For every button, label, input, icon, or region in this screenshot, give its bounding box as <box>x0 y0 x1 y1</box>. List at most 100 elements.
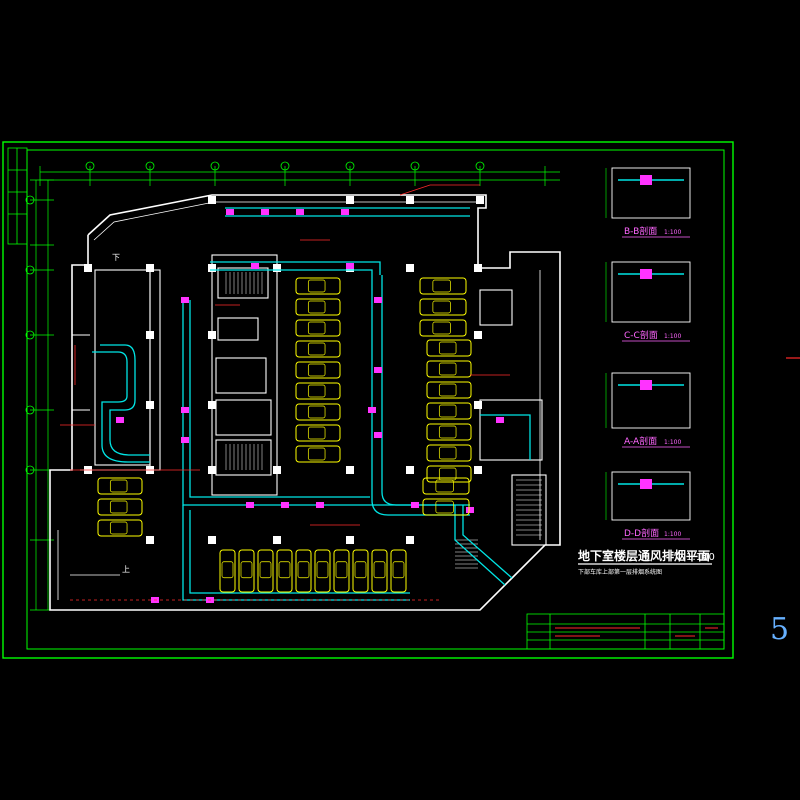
parking-car <box>419 277 467 295</box>
ventilation-ducts <box>92 207 531 601</box>
stair-treads <box>225 272 542 569</box>
exhaust-fan <box>374 367 382 373</box>
section-scale: 1:100 <box>664 333 681 340</box>
car-body <box>295 319 341 337</box>
car-body <box>426 423 472 441</box>
parking-car <box>371 549 388 593</box>
sheet-outer-border <box>2 141 734 659</box>
car-roof <box>438 446 457 460</box>
car-body <box>419 298 467 316</box>
parking-car <box>257 549 274 593</box>
column <box>474 331 482 339</box>
exhaust-fan <box>116 417 124 423</box>
column <box>406 536 414 544</box>
parking-car <box>352 549 369 593</box>
column <box>406 264 414 272</box>
parking-car <box>422 498 470 516</box>
exhaust-fan <box>181 437 189 443</box>
column <box>406 466 414 474</box>
car-body <box>419 319 467 337</box>
axis-bubble <box>25 265 35 275</box>
car-body <box>390 549 407 593</box>
car-body <box>314 549 331 593</box>
car-body <box>295 445 341 463</box>
parking-car <box>219 549 236 593</box>
car-body <box>295 382 341 400</box>
car-roof <box>109 521 128 535</box>
car-roof <box>307 405 326 419</box>
exhaust-fan <box>281 502 289 508</box>
car-roof <box>354 561 367 579</box>
parking-car <box>426 339 472 357</box>
parking-car <box>295 298 341 316</box>
car-roof <box>438 383 457 397</box>
column <box>346 196 354 204</box>
column <box>146 401 154 409</box>
top-dimension-chain <box>39 166 560 186</box>
car-body <box>352 549 369 593</box>
parking-car <box>295 361 341 379</box>
column <box>146 264 154 272</box>
column <box>476 196 484 204</box>
car-roof <box>435 500 454 514</box>
parking-car <box>426 444 472 462</box>
section-outline <box>611 167 691 219</box>
exhaust-fan <box>316 502 324 508</box>
section-title: B-B剖面 <box>624 225 657 237</box>
car-body <box>257 549 274 593</box>
parking-car <box>426 423 472 441</box>
column <box>273 264 281 272</box>
car-body <box>426 339 472 357</box>
axis-bubble <box>25 195 35 205</box>
car-roof <box>109 500 128 514</box>
exhaust-fan <box>411 502 419 508</box>
grid-axis-bubbles <box>25 161 485 475</box>
axis-bubble <box>25 465 35 475</box>
axis-bubble <box>475 161 485 171</box>
parking-car <box>426 465 472 483</box>
car-body <box>426 444 472 462</box>
column <box>273 536 281 544</box>
parking-car <box>238 549 255 593</box>
building-outline <box>49 194 561 611</box>
car-body <box>426 402 472 420</box>
parking-car <box>295 277 341 295</box>
section-scale: 1:100 <box>664 439 681 446</box>
annotation-leaders <box>60 184 510 601</box>
column <box>406 196 414 204</box>
car-roof <box>259 561 272 579</box>
column <box>273 466 281 474</box>
parking-car <box>295 319 341 337</box>
car-roof <box>432 321 451 335</box>
section-title: A-A剖面 <box>624 435 657 447</box>
parking-car <box>426 381 472 399</box>
parking-car <box>295 403 341 421</box>
car-body <box>295 298 341 316</box>
car-body <box>426 360 472 378</box>
exhaust-fan <box>346 263 354 269</box>
car-roof <box>335 561 348 579</box>
parking-car <box>295 445 341 463</box>
exhaust-fan <box>374 297 382 303</box>
exhaust-fan <box>226 209 234 215</box>
column <box>208 401 216 409</box>
exhaust-fan <box>181 297 189 303</box>
car-roof <box>435 479 454 493</box>
car-body <box>238 549 255 593</box>
column <box>208 196 216 204</box>
car-roof <box>438 362 457 376</box>
car-roof <box>316 561 329 579</box>
parking-car <box>97 477 143 495</box>
car-body <box>422 477 470 495</box>
car-roof <box>392 561 405 579</box>
parking-car <box>426 402 472 420</box>
side-stamp-block <box>7 147 28 245</box>
parking-car <box>422 477 470 495</box>
car-roof <box>221 561 234 579</box>
column <box>208 466 216 474</box>
car-body <box>422 498 470 516</box>
car-body <box>295 340 341 358</box>
